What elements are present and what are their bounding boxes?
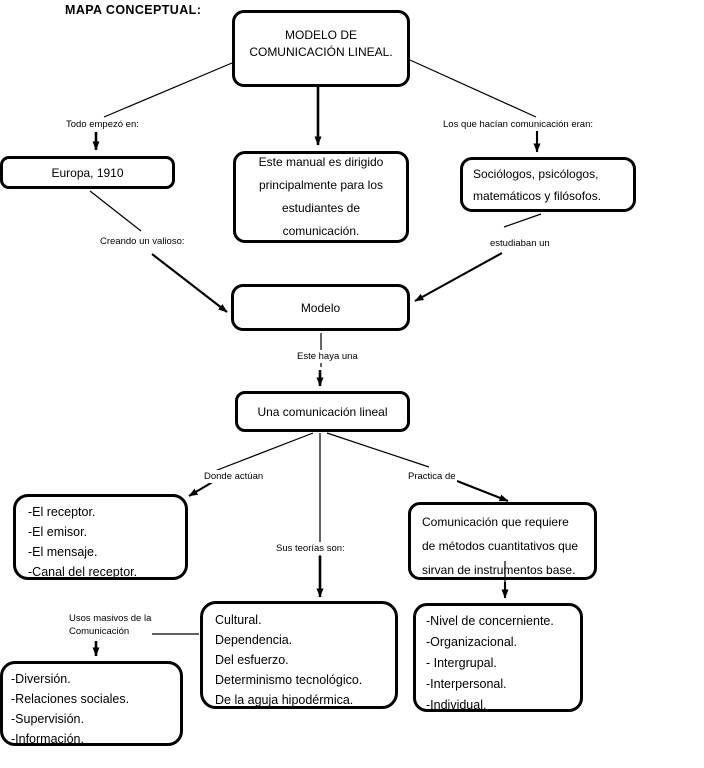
edge-label-los-que-hacian: Los que hacían comunicación eran: bbox=[442, 118, 594, 131]
edge-label-estudiaban: estudiaban un bbox=[489, 237, 551, 250]
node-metodos-cuantitativos: Comunicación que requiere de métodos cua… bbox=[408, 502, 597, 580]
arrow-practica-to-cuantitativos bbox=[456, 480, 509, 502]
node-teorias-lista: Cultural. Dependencia. Del esfuerzo. Det… bbox=[200, 601, 398, 709]
arrow-creando-to-modelo bbox=[151, 253, 228, 313]
arrow-estudiaban-to-modelo bbox=[414, 252, 503, 302]
line-lineal-to-donde bbox=[206, 432, 314, 475]
line-root-to-todo bbox=[103, 62, 233, 118]
line-europa-to-creando bbox=[89, 190, 142, 232]
node-comunicacion-lineal: Una comunicación lineal bbox=[235, 391, 410, 432]
line-root-to-hacian bbox=[409, 59, 537, 118]
edge-label-sus-teorias: Sus teorías son: bbox=[275, 542, 346, 555]
line-lineal-to-practica bbox=[326, 432, 430, 468]
edge-label-creando: Creando un valioso: bbox=[99, 235, 186, 248]
edge-label-usos-masivos: Usos masivos de la Comunicación bbox=[68, 612, 153, 638]
edge-label-donde-actuan: Donde actúan bbox=[203, 470, 265, 483]
edge-label-este-haya: Este haya una bbox=[296, 350, 359, 363]
page-title: MAPA CONCEPTUAL: bbox=[65, 3, 202, 17]
edge-label-todo-empezo: Todo empezó en: bbox=[65, 118, 140, 131]
node-sociologos-psicologos: Sociólogos, psicólogos, matemáticos y fi… bbox=[460, 157, 636, 212]
edge-label-practica-de: Practica de bbox=[407, 470, 457, 483]
node-elementos-receptor: -El receptor. -El emisor. -El mensaje. -… bbox=[13, 494, 188, 580]
node-usos-lista: -Diversión. -Relaciones sociales. -Super… bbox=[0, 661, 183, 746]
node-niveles-lista: -Nivel de concerniente. -Organizacional.… bbox=[413, 603, 583, 712]
node-modelo-comunicacion-lineal: MODELO DE COMUNICACIÓN LINEAL. bbox=[232, 10, 410, 87]
node-modelo: Modelo bbox=[231, 284, 410, 331]
node-manual-dirigido: Este manual es dirigido principalmente p… bbox=[233, 151, 409, 243]
node-europa-1910: Europa, 1910 bbox=[0, 156, 175, 189]
line-sociologos-to-estudiaban bbox=[503, 213, 542, 228]
